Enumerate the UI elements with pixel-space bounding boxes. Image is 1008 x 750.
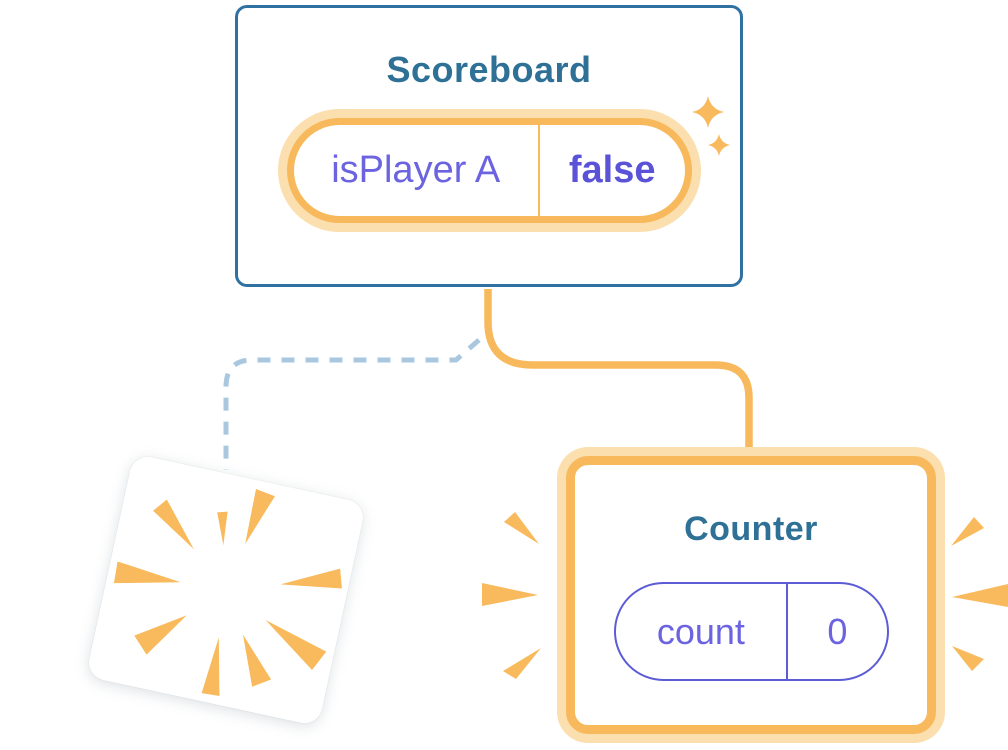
spark-wedge-icon-group-left (482, 512, 541, 679)
spark-wedge-icon (482, 583, 538, 606)
sparkle-icon-small (708, 134, 730, 156)
state-value-cell: 0 (788, 584, 886, 679)
spark-wedge-icon (952, 584, 1008, 607)
spark-wedge-icon (952, 646, 984, 671)
burst-rays-icon (113, 489, 342, 697)
state-name: count (656, 610, 745, 652)
spark-wedge-icon-group-right (951, 517, 1008, 671)
pill-divider (786, 584, 789, 679)
counter-state-pill: count 0 (613, 582, 889, 681)
spark-wedge-icon (951, 517, 984, 546)
state-value-cell: false (540, 125, 685, 216)
state-name-cell: count (616, 584, 787, 679)
pill-divider (537, 125, 540, 216)
solid-connector-line (484, 289, 753, 450)
destroyed-component-card (85, 453, 367, 727)
component-title: Counter (684, 510, 818, 548)
sparkle-icon (692, 96, 730, 156)
state-value: 0 (827, 610, 848, 652)
counter-component-card: Counter count 0 (566, 456, 936, 734)
spark-wedge-icon (504, 512, 539, 544)
state-name: isPlayer A (331, 149, 501, 191)
component-title: Scoreboard (386, 49, 592, 90)
dashed-connector-line (223, 338, 481, 470)
state-value: false (568, 149, 656, 191)
state-name-cell: isPlayer A (294, 125, 538, 216)
scoreboard-component-card: Scoreboard isPlayer A false (235, 5, 743, 287)
sparkle-icon-large (692, 96, 724, 128)
scoreboard-state-pill: isPlayer A false (286, 118, 692, 223)
spark-wedge-icon (503, 648, 541, 679)
